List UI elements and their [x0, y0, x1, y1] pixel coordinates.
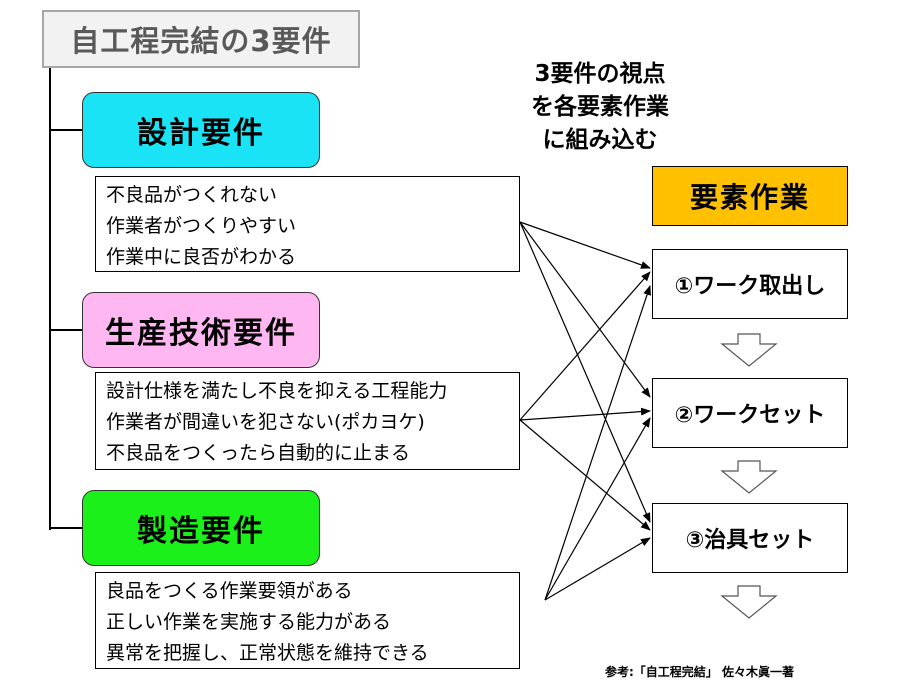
- detail-line: 設計仕様を満たし不良を抑える工程能力: [106, 380, 448, 402]
- reference-note: 参考:「自工程完結」 佐々木眞一著: [605, 665, 794, 679]
- detail-line: 不良品がつくれない: [106, 184, 278, 206]
- step-jig-set: ③治具セット: [652, 503, 848, 573]
- detail-line: 異常を把握し、正常状態を維持できる: [106, 642, 429, 664]
- diagram-title: 自工程完結の3要件: [42, 10, 360, 68]
- detail-line: 作業中に良否がわかる: [106, 246, 297, 268]
- detail-line: 不良品をつくったら自動的に止まる: [106, 442, 411, 464]
- down-arrow-icon: [720, 333, 778, 367]
- requirement-to-step-arrows: [519, 221, 651, 601]
- caption-line: に組み込む: [542, 127, 658, 153]
- requirement-manufacturing: 製造要件: [82, 490, 320, 566]
- down-arrow-icon: [720, 585, 778, 619]
- detail-line: 良品をつくる作業要領がある: [106, 580, 353, 602]
- element-work-header: 要素作業: [652, 166, 848, 226]
- requirement-production-engineering-details: 設計仕様を満たし不良を抑える工程能力 作業者が間違いを犯さない(ポカヨケ) 不良…: [95, 372, 520, 470]
- caption-line: を各要素作業: [531, 94, 669, 120]
- caption-line: 3要件の視点: [534, 61, 666, 87]
- detail-line: 正しい作業を実施する能力がある: [106, 611, 392, 633]
- detail-line: 作業者が間違いを犯さない(ポカヨケ): [106, 411, 425, 433]
- requirement-production-engineering: 生産技術要件: [82, 292, 320, 368]
- step-work-removal: ①ワーク取出し: [652, 249, 848, 319]
- requirement-design: 設計要件: [82, 92, 320, 168]
- requirement-design-details: 不良品がつくれない 作業者がつくりやすい 作業中に良否がわかる: [95, 176, 520, 272]
- requirement-manufacturing-details: 良品をつくる作業要領がある 正しい作業を実施する能力がある 異常を把握し、正常状…: [95, 572, 520, 669]
- viewpoint-caption: 3要件の視点 を各要素作業 に組み込む: [510, 58, 690, 157]
- step-work-set: ②ワークセット: [652, 378, 848, 448]
- detail-line: 作業者がつくりやすい: [106, 215, 297, 237]
- down-arrow-icon: [720, 460, 778, 494]
